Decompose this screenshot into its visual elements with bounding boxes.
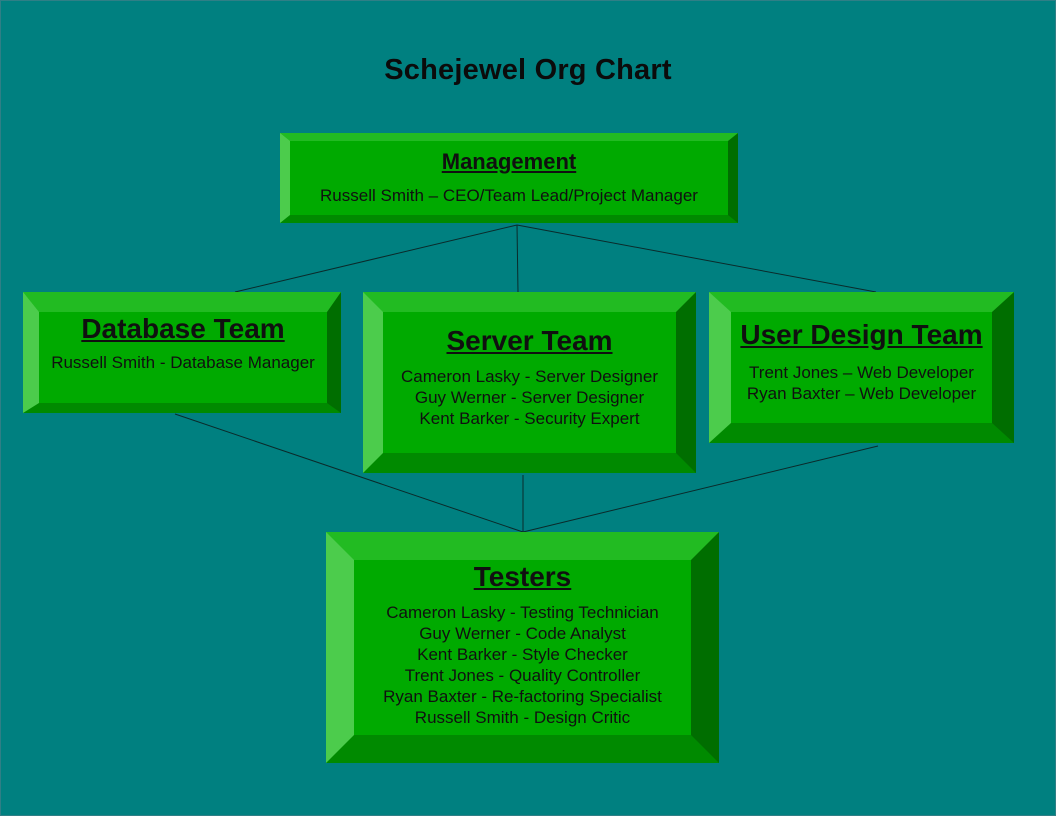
database-team-heading: Database Team — [81, 313, 285, 344]
database-team-member: Russell Smith - Database Manager — [51, 353, 315, 372]
server-team-member: Kent Barker - Security Expert — [419, 409, 640, 428]
user-design-team-node: User Design Team Trent Jones – Web Devel… — [709, 292, 1014, 443]
connector-database-testers — [174, 413, 524, 533]
chart-title: Schejewel Org Chart — [384, 54, 672, 86]
management-heading: Management — [441, 149, 577, 174]
user-design-team-heading: User Design Team — [740, 319, 983, 350]
testers-node: Testers Cameron Lasky - Testing Technici… — [326, 532, 719, 763]
testers-heading: Testers — [473, 561, 572, 592]
testers-member: Trent Jones - Quality Controller — [404, 666, 641, 685]
user-design-team-member: Trent Jones – Web Developer — [749, 363, 974, 382]
management-node: Management Russell Smith – CEO/Team Lead… — [280, 133, 738, 223]
server-team-heading: Server Team — [446, 325, 613, 356]
server-team-member: Guy Werner - Server Designer — [414, 388, 645, 407]
database-team-node: Database Team Russell Smith - Database M… — [23, 292, 341, 413]
user-design-team-member: Ryan Baxter – Web Developer — [746, 384, 977, 403]
connector-user-design-testers — [522, 445, 879, 533]
testers-member: Guy Werner - Code Analyst — [419, 624, 626, 643]
testers-member: Ryan Baxter - Re-factoring Specialist — [383, 687, 662, 706]
connector-management-user-design — [516, 224, 877, 293]
testers-member: Kent Barker - Style Checker — [417, 645, 628, 664]
management-member: Russell Smith – CEO/Team Lead/Project Ma… — [320, 186, 698, 205]
testers-member: Russell Smith - Design Critic — [414, 708, 631, 727]
connector-management-server — [516, 224, 519, 293]
server-team-member: Cameron Lasky - Server Designer — [401, 367, 658, 386]
server-team-node: Server Team Cameron Lasky - Server Desig… — [363, 292, 696, 473]
testers-member: Cameron Lasky - Testing Technician — [386, 603, 659, 622]
connector-management-database — [234, 224, 518, 293]
